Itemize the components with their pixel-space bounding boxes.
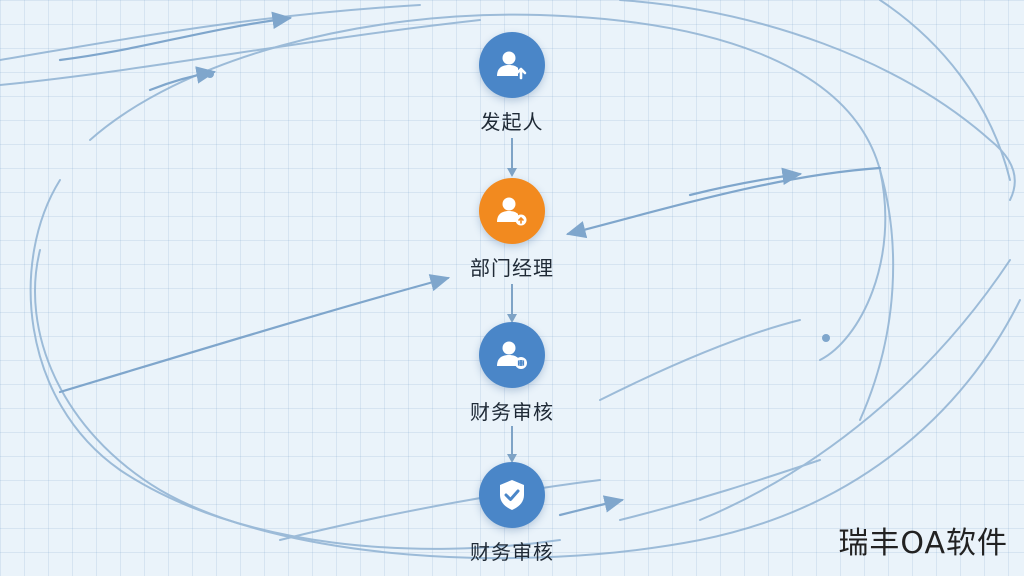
shield-check-icon	[500, 480, 524, 510]
node-label: 财务审核	[470, 400, 554, 424]
node-circle	[479, 32, 545, 98]
user-upload-icon	[497, 197, 527, 226]
connector-arrow	[507, 284, 517, 323]
node-label: 发起人	[480, 110, 544, 134]
node-circle	[479, 462, 545, 528]
node-label: 部门经理	[470, 256, 554, 280]
watermark-text: 瑞丰OA软件	[838, 526, 1008, 561]
node-circle	[479, 178, 545, 244]
flow-node-initiator[interactable]: 发起人	[442, 32, 582, 135]
flow-node-finance-review[interactable]: 财务审核	[442, 322, 582, 425]
user-badge-icon	[497, 341, 527, 369]
user-upload-icon	[497, 51, 527, 80]
connector-arrow	[507, 138, 517, 177]
connector-arrow	[507, 426, 517, 463]
flow-node-finance-approve[interactable]: 财务审核	[442, 462, 582, 565]
flow-node-dept-manager[interactable]: 部门经理	[442, 178, 582, 281]
node-circle	[479, 322, 545, 388]
node-label: 财务审核	[470, 540, 554, 564]
